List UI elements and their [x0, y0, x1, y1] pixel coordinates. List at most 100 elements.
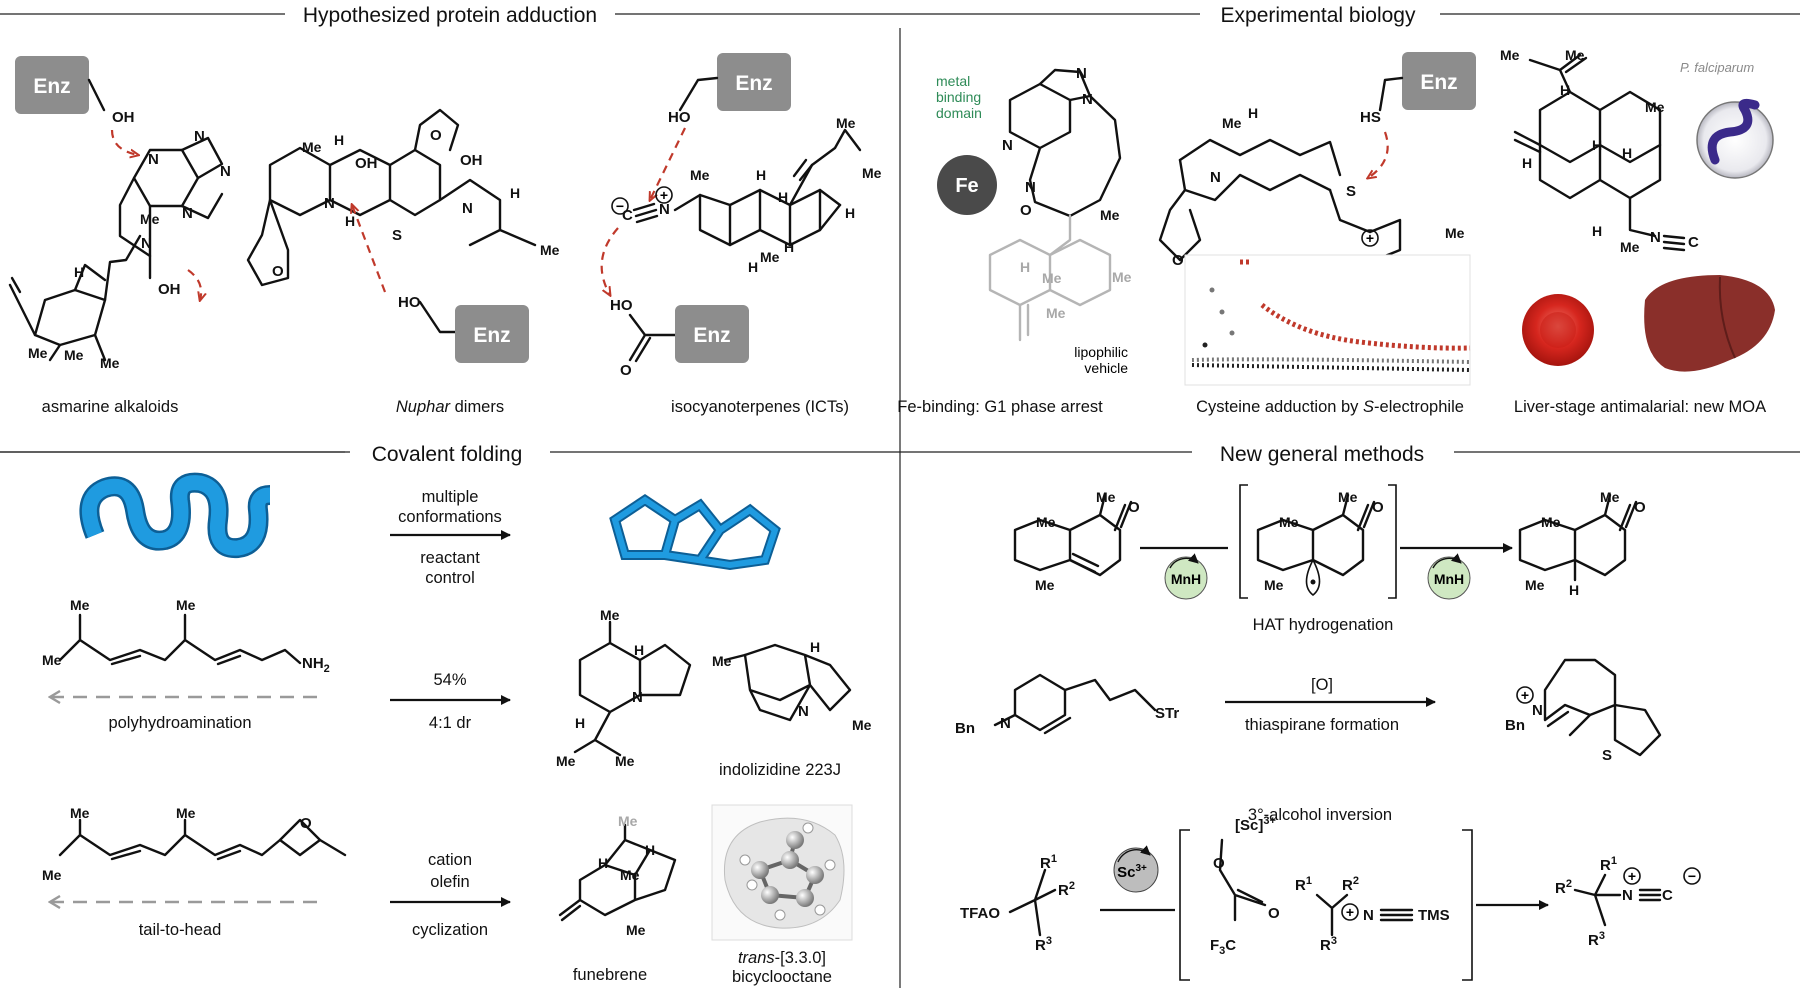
atom-o: O [1128, 499, 1140, 516]
methyl-label: Me [1046, 305, 1066, 321]
superscript: 3 [1599, 930, 1605, 942]
alcohol-inversion: 3°-alcohol inversion TFAO R1 R2 R3 Sc3+ … [960, 806, 1701, 981]
enzyme-box [15, 56, 89, 114]
annotation-metal: domain [936, 105, 982, 121]
amine-text: NH [302, 655, 324, 672]
atom-s: S [1346, 183, 1356, 200]
enzyme-label: Enz [473, 324, 510, 347]
charge-minus: − [616, 198, 624, 214]
methyl-label: Me [64, 347, 84, 363]
superscript: 2 [1353, 875, 1359, 887]
caption-alcohol-inversion: 3°-alcohol inversion [1248, 806, 1392, 824]
caption-text: bicyclooctane [732, 968, 832, 986]
superscript: 3+ [1263, 815, 1276, 827]
hydrogen-label: H [1592, 223, 1602, 239]
methyl-label: Me [176, 597, 196, 613]
atom-n: N [462, 200, 473, 217]
charge-plus: + [1366, 230, 1374, 246]
atom-n: N [1082, 91, 1093, 108]
caption-italic: Nuphar [396, 398, 452, 416]
mnh-label: MnH [1434, 571, 1464, 587]
methyl-label: Me [70, 597, 90, 613]
hydrogen-label: H [1020, 259, 1030, 275]
methyl-label: Me [760, 249, 780, 265]
atom-o: O [430, 127, 442, 144]
sc-complex-label: [Sc]3+ [1235, 815, 1276, 834]
arrow-label-top: cation [428, 851, 472, 869]
atom-n: N [182, 205, 193, 222]
atom-c: C [1688, 234, 1699, 251]
iron-atom [937, 155, 997, 215]
charge-plus: + [1521, 687, 1529, 703]
benzyl-label: Bn [955, 720, 975, 737]
bracket [1239, 484, 1248, 599]
r-text: R [1600, 857, 1611, 874]
atom-o: O [1268, 905, 1280, 922]
methyl-label: Me [1042, 270, 1062, 286]
caption-italic: trans [738, 949, 775, 967]
enzyme-box [455, 305, 529, 363]
methyl-label: Me [1100, 207, 1120, 223]
r2-label: R2 [1342, 875, 1359, 894]
atom-n: N [1025, 179, 1036, 196]
arrow-label-bottom: reactant [420, 549, 480, 567]
r-text: R [1040, 855, 1051, 872]
r-text: R [1295, 877, 1306, 894]
atom-fe: Fe [955, 175, 978, 197]
enzyme-label: Enz [693, 324, 730, 347]
caption-text: -[3.3.0] [775, 949, 826, 967]
methyl-label: Me [1600, 489, 1620, 505]
radical-orbital [1305, 558, 1321, 597]
hydroxyl-label: OH [158, 281, 181, 298]
nuphar-scheme: N N OH OH S O O Me Me H H H HO Enz Nupha… [246, 108, 560, 416]
atom-o: O [1634, 499, 1646, 516]
trityl-thioether-label: STr [1155, 705, 1179, 722]
f-text: F [1210, 937, 1219, 954]
atom-o: O [1213, 855, 1225, 872]
hydrogen-label: H [74, 264, 84, 280]
subscript: 3 [1219, 945, 1225, 957]
r3-label: R3 [1588, 930, 1605, 949]
atom-n: N [220, 163, 231, 180]
caption-fe-binding: Fe-binding: G1 phase arrest [897, 398, 1103, 416]
atom-c: C [1662, 887, 1673, 904]
svg-text:Cysteine adduction by S-electr: Cysteine adduction by S-electrophile [1196, 398, 1464, 416]
hydrogen-label: H [345, 213, 355, 229]
caption-bicyclooctane: trans-[3.3.0] bicyclooctane [732, 949, 832, 986]
r-text: R [1320, 937, 1331, 954]
methyl-label: Me [302, 139, 322, 155]
arrow-label-top: multiple [422, 488, 479, 506]
hydrogen-label: H [634, 642, 644, 658]
atom-n: N [1650, 229, 1661, 246]
hydroxyl-label: HO [668, 109, 691, 126]
red-arrow [187, 269, 201, 300]
superscript: 3 [1331, 935, 1337, 947]
caption-ict: isocyanoterpenes (ICTs) [671, 398, 849, 416]
section-title: Covalent folding [372, 443, 523, 466]
atom-n: N [1532, 702, 1543, 719]
ict-scheme: Enz HO C N − + Me Me Me Me H H H H H HO … [600, 53, 882, 416]
atom-n: N [1076, 65, 1087, 82]
enzyme-label: Enz [1420, 71, 1457, 94]
f3c-label: F3C [1210, 937, 1236, 957]
svg-text:trans-[3.3.0]: trans-[3.3.0] [738, 949, 826, 967]
atom-o: O [300, 815, 312, 832]
hydrogen-label: H [1592, 137, 1602, 153]
reactivity-dot-plot [1184, 254, 1471, 386]
methyl-label: Me [1279, 514, 1299, 530]
red-arrow [352, 205, 387, 293]
folding-row-3: O Me Me Me tail-to-head cation olefin cy… [42, 804, 853, 986]
header-new-methods: New general methods [1192, 440, 1454, 466]
header-protein-adduction: Hypothesized protein adduction [0, 4, 900, 27]
hydrogen-label: H [1622, 145, 1632, 161]
mnh-label: MnH [1171, 571, 1201, 587]
r-text: R [1035, 937, 1046, 954]
r2-label: R2 [1555, 878, 1572, 897]
sc-complex-text: [Sc] [1235, 817, 1263, 834]
folding-row-1: multiple conformations reactant control [79, 472, 781, 587]
superscript: 1 [1611, 855, 1617, 867]
atom-n: N [1622, 887, 1633, 904]
atom-n: N [194, 128, 205, 145]
fe-binding-scheme: metal binding domain N N N N O Fe Me H M… [897, 65, 1131, 416]
